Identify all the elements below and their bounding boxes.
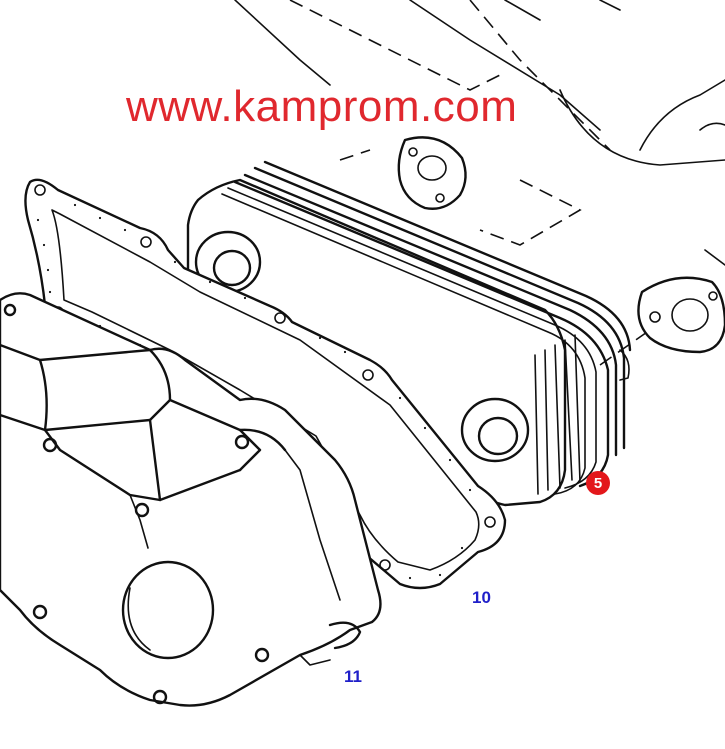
engine-block-outline bbox=[234, 0, 725, 266]
part-callout-11: 11 bbox=[344, 667, 362, 686]
small-flange-gasket-right bbox=[599, 276, 725, 366]
part-callout-5: 5 bbox=[586, 471, 610, 495]
watermark: www.kamprom.com bbox=[126, 82, 518, 131]
cooler-cover-housing bbox=[0, 292, 382, 707]
part-callout-10: 10 bbox=[472, 588, 491, 607]
small-flange-gasket-top bbox=[397, 136, 467, 210]
